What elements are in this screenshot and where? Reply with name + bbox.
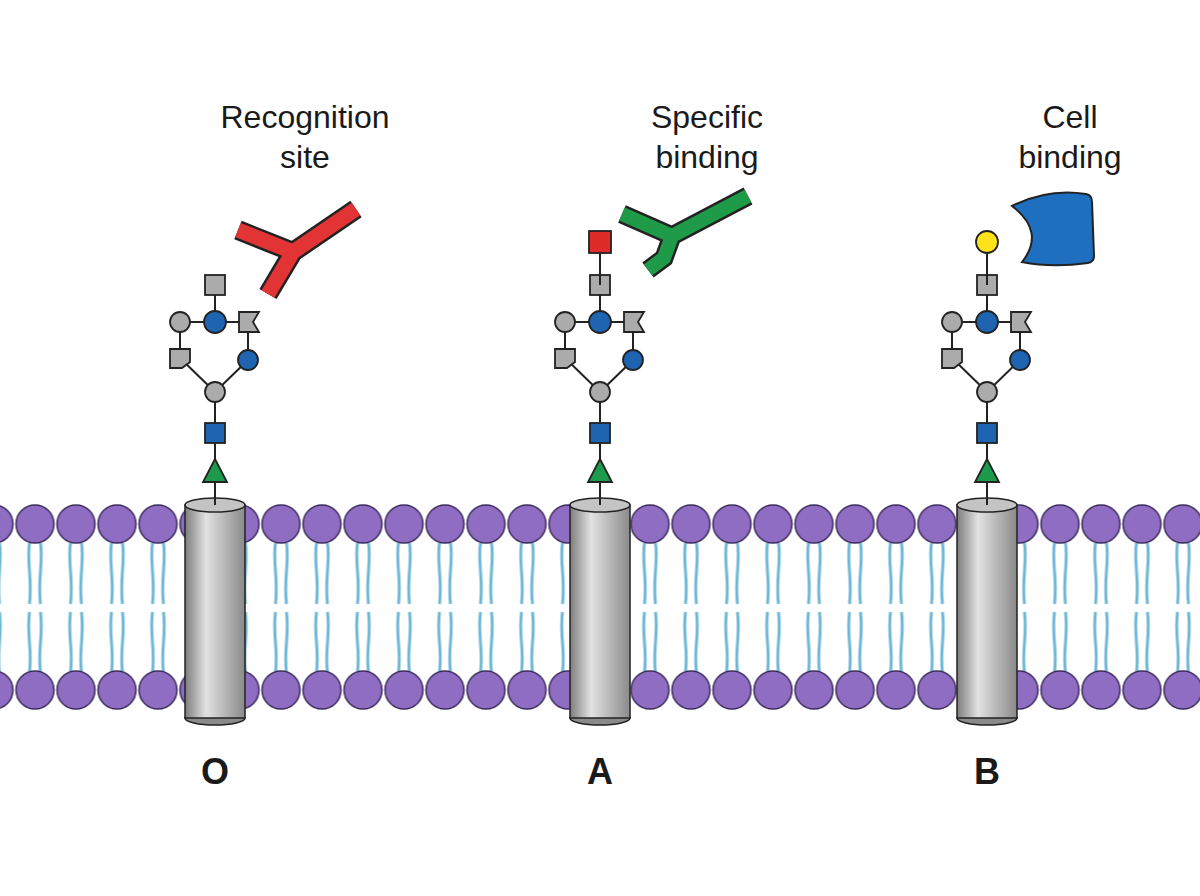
blood-type-label: A [560,752,640,792]
glycan-chain [942,275,1031,505]
protein-body [570,505,630,718]
membrane-protein [957,498,1017,725]
antibody-symbol [238,209,356,294]
callout-label: Specific binding [607,97,807,177]
callout-label: Recognition site [200,97,410,177]
lectin-symbol [1012,193,1094,266]
glycan-chain [170,275,259,505]
sugar-circle [976,231,998,253]
membrane-protein [570,498,630,725]
sugar-square [589,231,611,253]
membrane-protein [185,498,245,725]
callout-label: Cell binding [995,97,1145,177]
antibody-symbol [622,196,748,270]
glycan-chain [555,275,644,505]
blood-type-label: O [175,752,255,792]
blood-type-label: B [947,752,1027,792]
antibody-outline [238,209,356,294]
antibody-outline [622,196,748,270]
protein-body [957,505,1017,718]
protein-body [185,505,245,718]
